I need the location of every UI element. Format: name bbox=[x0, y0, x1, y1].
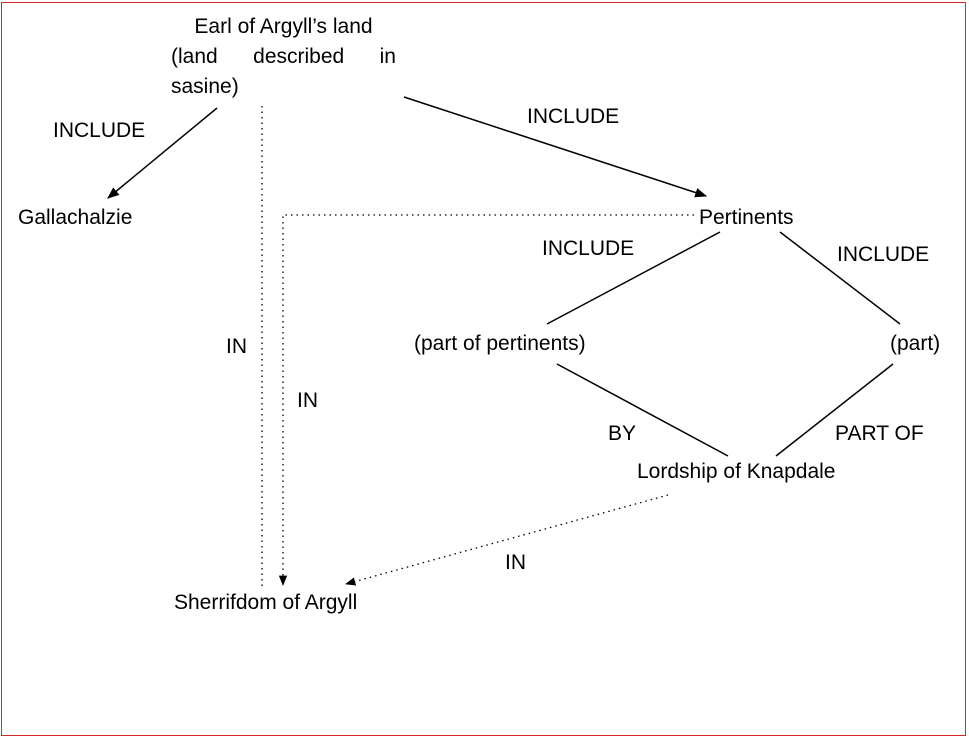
edge-by bbox=[556, 363, 729, 457]
node-part: (part) bbox=[890, 332, 941, 355]
edge-include-gallachalzie bbox=[107, 107, 218, 199]
earl-line-1: Earl of Argyll’s land bbox=[194, 15, 373, 38]
node-part-of-pertinents: (part of pertinents) bbox=[414, 332, 586, 355]
label-include-pertinents: INCLUDE bbox=[527, 105, 620, 128]
label-part-of: PART OF bbox=[835, 422, 924, 445]
edge-in-pertinents-sherrifdom bbox=[278, 214, 694, 587]
node-earl-of-argylls-land: Earl of Argyll’s land (land described in… bbox=[171, 12, 396, 102]
label-include-part-of-pertinents: INCLUDE bbox=[542, 237, 635, 260]
node-gallachalzie: Gallachalzie bbox=[18, 206, 133, 229]
earl-line-2-word-3: in bbox=[379, 45, 396, 68]
earl-line-2-word-2: described bbox=[253, 45, 345, 68]
edge-part-of bbox=[775, 363, 894, 457]
earl-line-2-word-1: (land bbox=[171, 45, 218, 68]
label-by: BY bbox=[608, 422, 637, 445]
label-in-lordship-sherrifdom: IN bbox=[505, 551, 526, 574]
earl-line-2: (land described in bbox=[171, 42, 396, 72]
earl-line-3: sasine) bbox=[171, 75, 239, 98]
label-in-pertinents-sherrifdom: IN bbox=[297, 389, 318, 412]
label-include-part: INCLUDE bbox=[837, 243, 930, 266]
edge-in-lordship-sherrifdom bbox=[344, 494, 669, 586]
label-in-earl-sherrifdom: IN bbox=[226, 335, 247, 358]
node-pertinents: Pertinents bbox=[699, 206, 794, 229]
node-sherrifdom-of-argyll: Sherrifdom of Argyll bbox=[174, 591, 358, 614]
edge-include-part bbox=[779, 231, 901, 325]
edge-include-pertinents bbox=[403, 96, 708, 198]
label-include-gallachalzie: INCLUDE bbox=[53, 119, 146, 142]
node-lordship-of-knapdale: Lordship of Knapdale bbox=[637, 460, 836, 483]
edge-include-part-of-pertinents bbox=[546, 231, 721, 325]
